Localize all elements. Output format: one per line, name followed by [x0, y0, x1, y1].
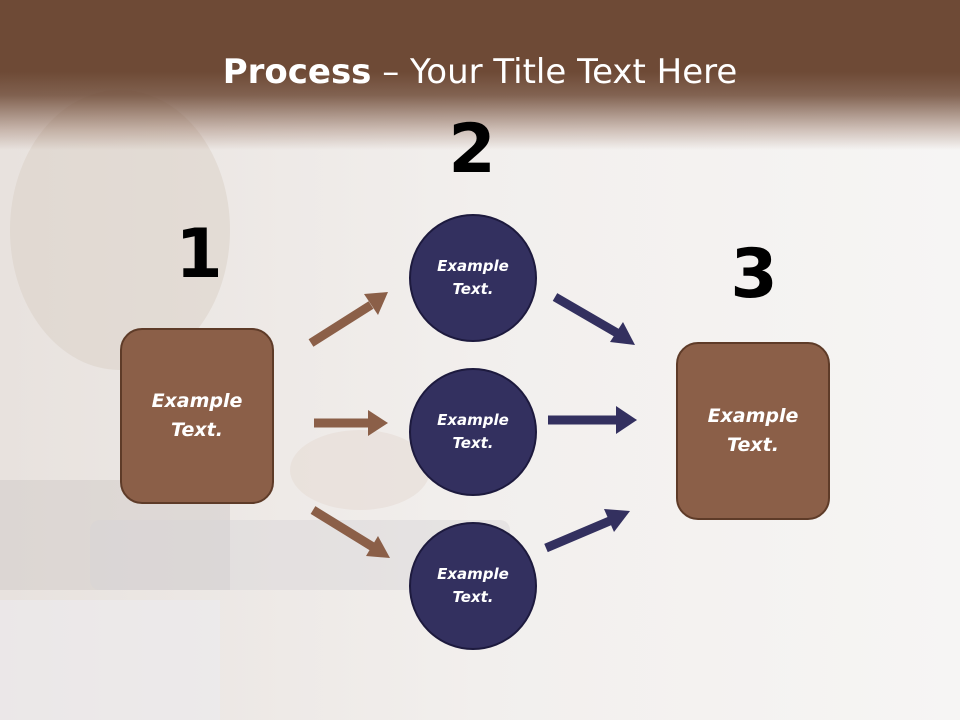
header-band: [0, 0, 960, 150]
step-3-label: Example Text.: [707, 405, 799, 456]
arrow-1-to-bottom: [310, 506, 390, 558]
step-number-1: 1: [175, 215, 223, 294]
arrow-1-to-middle: [314, 410, 388, 436]
page-title: Process – Your Title Text Here: [0, 52, 960, 92]
circle-bottom-label: Example Text.: [437, 565, 509, 606]
circle-middle-label: Example Text.: [437, 411, 509, 452]
step-number-2: 2: [448, 110, 496, 189]
step-3-box: Example Text.: [676, 342, 830, 520]
step-1-box: Example Text.: [120, 328, 274, 504]
arrow-top-to-3: [552, 293, 635, 345]
title-rest: – Your Title Text Here: [371, 52, 738, 92]
title-strong: Process: [222, 52, 372, 92]
step-1-label: Example Text.: [151, 390, 243, 441]
arrow-1-to-top: [308, 292, 388, 347]
step-number-3: 3: [730, 235, 778, 314]
arrow-middle-to-3: [548, 406, 637, 434]
circle-top-label: Example Text.: [437, 257, 509, 298]
arrow-bottom-to-3: [544, 509, 630, 553]
step-2-circle-bottom: Example Text.: [409, 522, 537, 650]
step-2-circle-middle: Example Text.: [409, 368, 537, 496]
step-2-circle-top: Example Text.: [409, 214, 537, 342]
